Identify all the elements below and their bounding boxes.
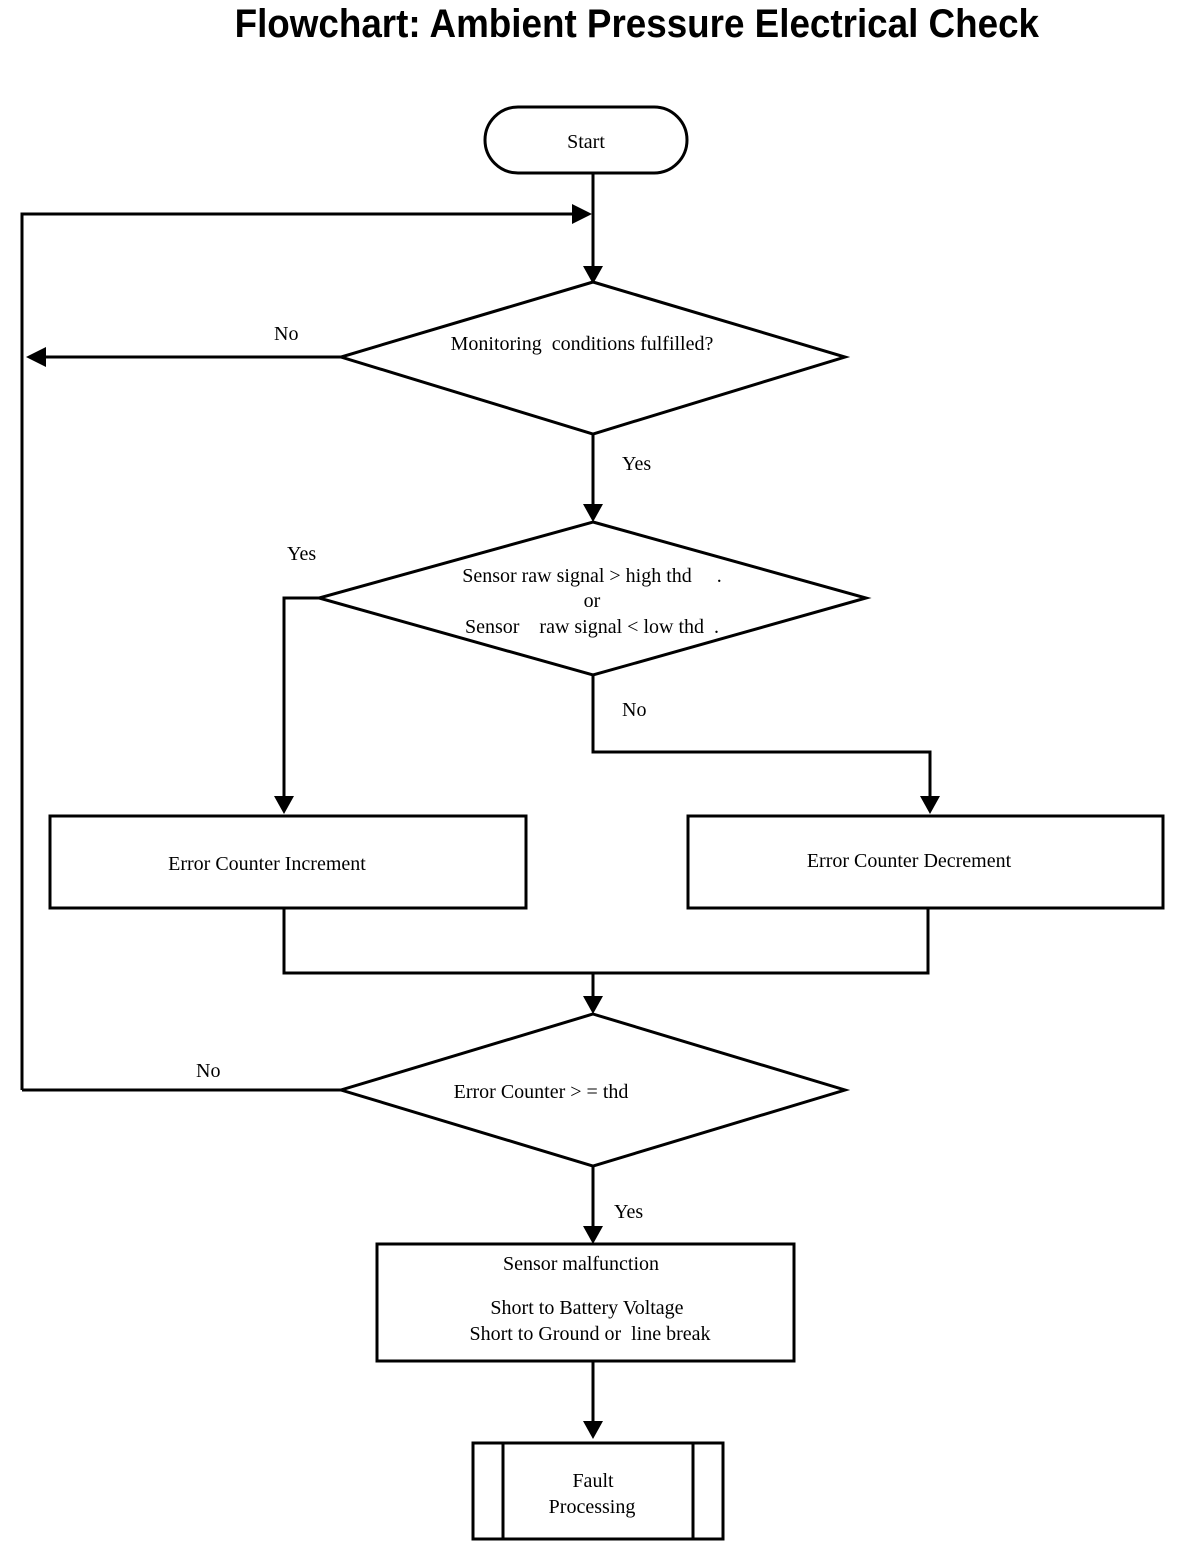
- signal-check-line2: or: [584, 590, 601, 612]
- connector-signal-yes: [282, 596, 319, 798]
- connector-merge: [282, 908, 930, 975]
- arrowhead-malfunction-in: [583, 1226, 603, 1244]
- monitoring-label: Monitoring conditions fulfilled?: [451, 333, 714, 355]
- arrowhead-monitoring-in: [583, 266, 603, 284]
- counter-yes-label: Yes: [614, 1201, 643, 1223]
- increment-process: Error Counter Increment: [48, 814, 528, 910]
- signal-check-line3: Sensor raw signal < low thd .: [465, 616, 719, 638]
- arrowhead-signal-in: [583, 504, 603, 522]
- loop-back-connector: [20, 212, 574, 1090]
- arrowhead-monitoring-no: [26, 347, 46, 367]
- fault-line1: Fault: [572, 1470, 614, 1492]
- signal-check-line1: Sensor raw signal > high thd .: [462, 565, 722, 587]
- arrowhead-decrement-in: [920, 796, 940, 814]
- fault-processing-subroutine: Fault Processing: [471, 1441, 725, 1541]
- malfunction-line1: Sensor malfunction: [503, 1253, 659, 1275]
- fault-line2: Processing: [549, 1496, 636, 1518]
- start-node: Start: [483, 105, 689, 175]
- increment-label: Error Counter Increment: [168, 853, 366, 875]
- decrement-process: Error Counter Decrement: [686, 814, 1165, 910]
- monitoring-no-label: No: [274, 323, 298, 345]
- signal-yes-label: Yes: [287, 543, 316, 565]
- counter-threshold-decision: Error Counter > = thd: [335, 1012, 851, 1168]
- page-title: Flowchart: Ambient Pressure Electrical C…: [234, 2, 1040, 46]
- signal-no-label: No: [622, 699, 646, 721]
- arrowhead-loop-back: [572, 204, 592, 224]
- monitoring-yes-label: Yes: [622, 453, 651, 475]
- counter-check-label: Error Counter > = thd: [454, 1081, 629, 1103]
- decrement-label: Error Counter Decrement: [807, 850, 1012, 872]
- monitoring-decision: Monitoring conditions fulfilled?: [335, 280, 851, 436]
- malfunction-line2: Short to Battery Voltage: [490, 1297, 683, 1319]
- connector-signal-no: [591, 675, 932, 798]
- malfunction-line3: Short to Ground or line break: [469, 1323, 710, 1345]
- arrowhead-fault-in: [583, 1421, 603, 1439]
- malfunction-process: Sensor malfunction Short to Battery Volt…: [375, 1242, 796, 1363]
- arrowhead-increment-in: [274, 796, 294, 814]
- arrowhead-counter-in: [583, 996, 603, 1014]
- counter-no-label: No: [196, 1060, 220, 1082]
- signal-threshold-decision: Sensor raw signal > high thd . or Sensor…: [313, 520, 872, 677]
- start-label: Start: [567, 131, 605, 153]
